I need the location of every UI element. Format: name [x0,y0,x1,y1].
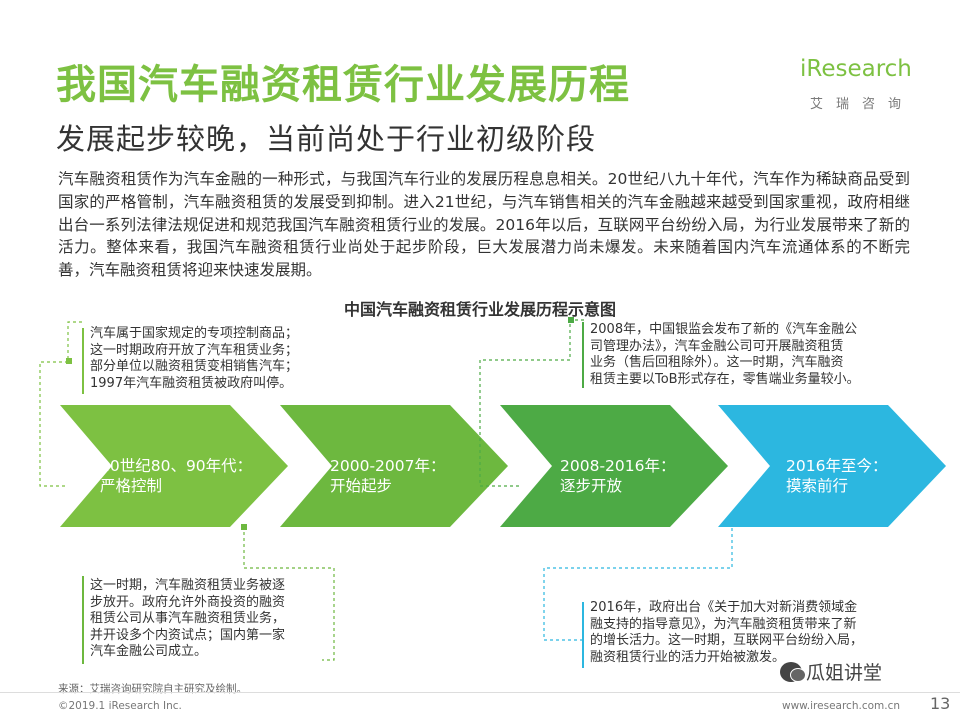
website-link[interactable]: www.iresearch.com.cn [782,700,901,712]
footer-divider [0,692,960,693]
note-bar-1 [82,328,84,394]
marker-stage-3 [568,317,574,323]
logo-brand-cn: 艾瑞咨询 [810,97,915,112]
note-bar-3 [582,322,584,388]
stage-note-4: 2016年，政府出台《关于加大对新消费领域金 融支持的指导意见》，为汽车融资租赁… [590,600,864,665]
watermark-text: 瓜姐讲堂 [806,662,883,684]
marker-stage-4 [729,520,735,526]
connector-stage-2 [243,526,335,661]
source-note: 来源：艾瑞咨询研究院自主研究及绘制。 [58,683,247,695]
marker-stage-2 [241,524,247,530]
stage-arrow-3 [500,405,728,527]
stage-label-1: 20世纪80、90年代： 严格控制 [100,457,253,495]
stage-label-4: 2016年至今： 摸索前行 [786,457,888,495]
note-bar-4 [582,602,584,668]
watermark: 瓜姐讲堂 [780,658,882,685]
copyright: ©2019.1 iResearch Inc. [58,700,182,712]
stage-arrow-1 [60,405,288,527]
note-bar-2 [82,576,84,664]
stage-arrow-4 [718,405,946,527]
wechat-icon [780,661,806,682]
diagram-title: 中国汽车融资租赁行业发展历程示意图 [343,300,616,319]
stage-arrow-2 [280,405,508,527]
logo-brand: iResearch [800,56,912,82]
stage-note-2: 这一时期，汽车融资租赁业务被逐 步放开。政府允许外商投资的融资 租赁公司从事汽车… [90,578,286,659]
stage-note-1: 汽车属于国家规定的专项控制商品； 这一时期政府开放了汽车租赁业务； 部分单位以融… [90,326,299,391]
stage-label-2: 2000-2007年： 开始起步 [330,457,446,495]
iresearch-logo: iResearch [800,56,912,82]
connector-stage-4 [543,522,733,641]
intro-paragraph: 汽车融资租赁作为汽车金融的一种形式，与我国汽车行业的发展历程息息相关。20世纪八… [58,170,910,280]
stage-label-3: 2008-2016年： 逐步开放 [560,457,676,495]
connector-stage-3 [479,319,584,487]
marker-stage-1 [66,358,72,364]
page-number: 13 [930,694,951,713]
page-title: 我国汽车融资租赁行业发展历程 [56,62,630,108]
page-subtitle: 发展起步较晚，当前尚处于行业初级阶段 [56,122,597,156]
stage-note-3: 2008年，中国银监会发布了新的《汽车金融公 司管理办法》，汽车金融公司可开展融… [590,322,860,387]
connector-stage-1 [39,321,82,487]
